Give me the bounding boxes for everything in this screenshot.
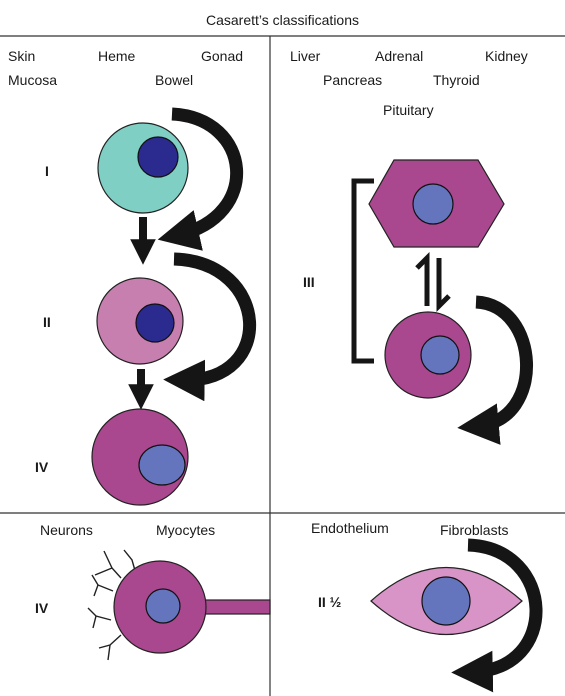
tissue-label-heme: Heme [98, 48, 136, 64]
tissue-label-endothelium: Endothelium [311, 520, 389, 536]
class-iv-nucleus [138, 444, 186, 486]
tissue-label-pituitary: Pituitary [383, 102, 434, 118]
axon [197, 599, 271, 615]
round-cell-nucleus [420, 335, 460, 375]
endothelial-cell [370, 566, 523, 636]
class-iii-cycle-arrow [457, 295, 533, 445]
class-ii-cell [96, 277, 184, 365]
tissue-label-bowel: Bowel [155, 72, 194, 88]
tissue-label-fibroblasts: Fibroblasts [440, 522, 509, 538]
tissue-label-adrenal: Adrenal [375, 48, 424, 64]
diagram-title: Casarett’s classifications [205, 12, 360, 28]
tissue-label-liver: Liver [290, 48, 321, 64]
tissue-label-neurons: Neurons [40, 522, 93, 538]
dendrites [87, 549, 137, 661]
tissue-label-thyroid: Thyroid [433, 72, 480, 88]
class-ii-nucleus [135, 303, 175, 343]
class-ii-half-cycle-arrow [451, 538, 543, 693]
class-ii-cycle-arrow [163, 252, 256, 402]
class-iii-bracket [351, 178, 374, 364]
class-i-cell [97, 122, 189, 214]
neuron-cell [87, 549, 271, 661]
hexagon-cell [368, 159, 505, 248]
class-label-iv-bottom: IV [35, 600, 49, 616]
class-label-ii: II [43, 314, 51, 330]
tissue-label-skin: Skin [8, 48, 36, 64]
class-label-iii: III [303, 274, 315, 290]
class-label-ii-half: II ½ [318, 594, 342, 610]
tissue-label-gonad: Gonad [201, 48, 244, 64]
class-iv-cell [91, 408, 189, 506]
class-i-cycle-arrow [157, 107, 244, 251]
hexagon-cell-nucleus [412, 183, 454, 225]
neuron-nucleus [145, 588, 181, 624]
tissue-label-kidney: Kidney [485, 48, 528, 64]
tissue-label-myocytes: Myocytes [156, 522, 216, 538]
round-cell [384, 311, 472, 399]
class-label-iv: IV [35, 459, 49, 475]
reversible-arrows [415, 251, 451, 313]
grid-lines [0, 35, 565, 696]
class-i-nucleus [137, 136, 179, 178]
tissue-label-pancreas: Pancreas [323, 72, 383, 88]
class-label-i: I [45, 163, 49, 179]
tissue-label-mucosa: Mucosa [8, 72, 58, 88]
endothelial-nucleus [421, 576, 471, 626]
